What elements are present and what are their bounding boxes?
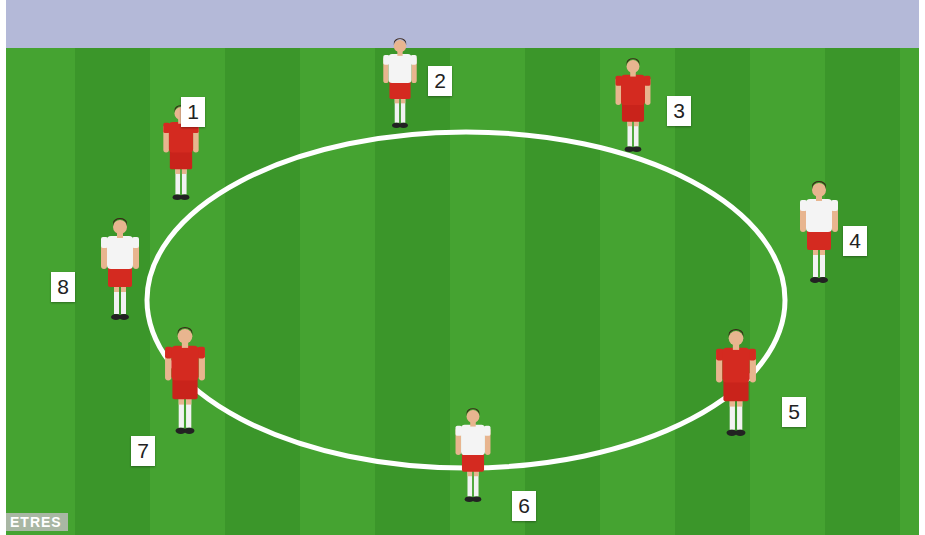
callout-number: 6: [512, 491, 536, 521]
callout-number: 1: [181, 97, 205, 127]
callout-number: 8: [51, 272, 75, 302]
callout-number: 2: [428, 66, 452, 96]
callout-number: 3: [667, 96, 691, 126]
callout-number: 7: [131, 436, 155, 466]
callout-number: 4: [843, 226, 867, 256]
caption-fragment: ETRES: [6, 513, 68, 531]
callout-number: 5: [782, 397, 806, 427]
